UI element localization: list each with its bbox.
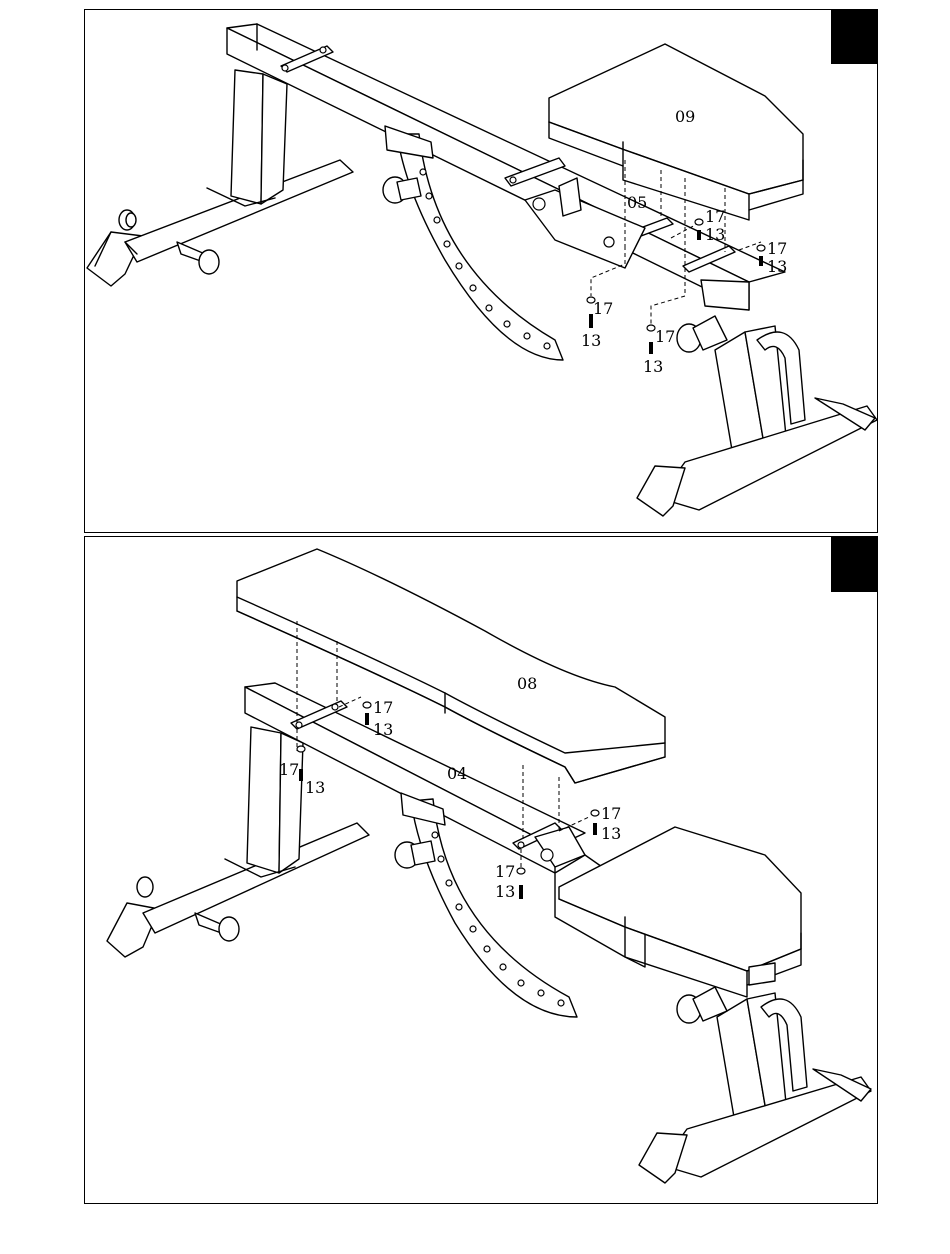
- part-label-bolt: 13: [495, 882, 515, 901]
- part-label-washer: 17: [767, 239, 787, 258]
- assembly-step-1-panel: 09 05 17 13 17 13 17 13 17 13: [84, 9, 878, 533]
- step-2-diagram: 08 04 17 13 17 13 17 13 17 13: [85, 537, 879, 1205]
- step-1-diagram: 09 05 17 13 17 13 17 13 17 13: [85, 10, 879, 534]
- front-foot: [107, 823, 369, 957]
- part-label-backrest: 08: [517, 674, 537, 693]
- front-upright: [207, 70, 287, 206]
- assembly-step-2-panel: 08 04 17 13 17 13 17 13 17 13: [84, 536, 878, 1204]
- part-label-bolt: 13: [767, 257, 787, 276]
- part-label-bracket: 05: [627, 193, 647, 212]
- part-label-seat: 09: [675, 107, 695, 126]
- part-label-bolt: 13: [305, 778, 325, 797]
- part-label-washer: 17: [655, 327, 675, 346]
- part-label-bolt: 13: [705, 225, 725, 244]
- part-label-bolt: 13: [643, 357, 663, 376]
- part-label-bolt: 13: [601, 824, 621, 843]
- part-label-bolt: 13: [373, 720, 393, 739]
- part-label-washer: 17: [593, 299, 613, 318]
- front-upright: [225, 727, 303, 877]
- part-label-bolt: 13: [581, 331, 601, 350]
- part-label-bracket: 04: [447, 764, 467, 783]
- part-label-washer: 17: [495, 862, 515, 881]
- part-label-washer: 17: [705, 207, 725, 226]
- part-label-washer: 17: [601, 804, 621, 823]
- part-label-washer: 17: [279, 760, 299, 779]
- seat-pad-installed: [555, 827, 801, 997]
- part-label-washer: 17: [373, 698, 393, 717]
